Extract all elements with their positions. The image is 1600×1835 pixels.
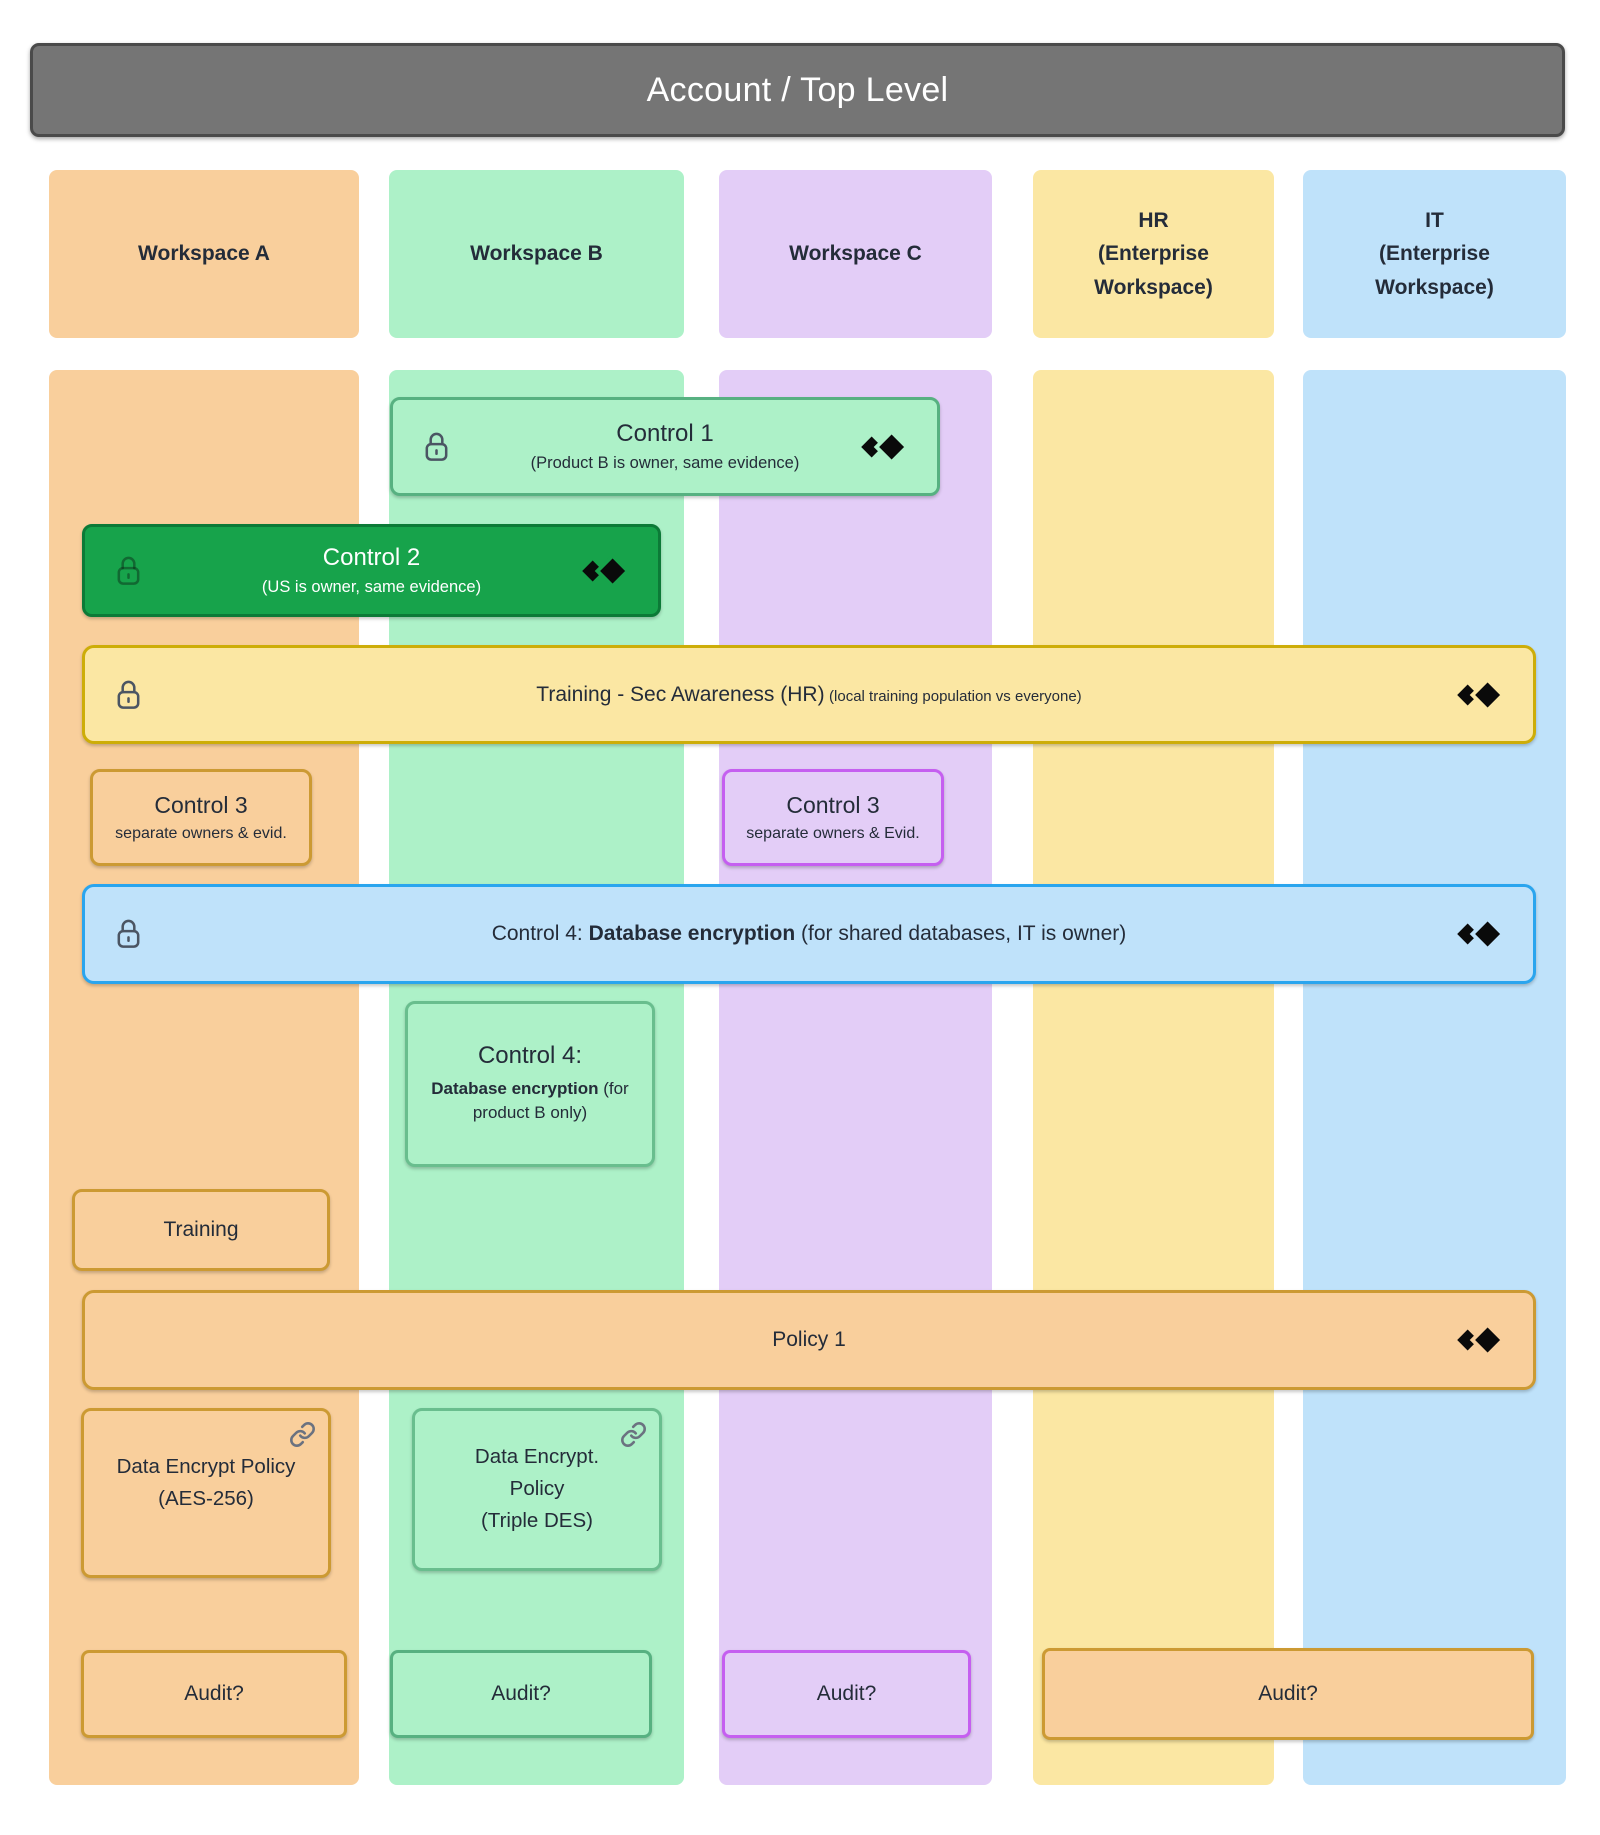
control-4-bar-prefix: Control 4: (491, 922, 589, 945)
workspace-it-label: IT (Enterprise Workspace) (1375, 209, 1494, 299)
training-sec-awareness-title: Training - Sec Awareness (HR) (536, 682, 825, 706)
workspace-c-label: Workspace C (789, 242, 922, 266)
audit-workspace-b-box: Audit? (390, 1650, 652, 1738)
double-diamond-icon (580, 552, 630, 590)
data-encrypt-policy-aes-label: Data Encrypt Policy (AES-256) (116, 1455, 296, 1510)
training-sec-awareness-text: Training - Sec Awareness (HR) (local tra… (536, 683, 1081, 707)
control-4-database-encryption-bar: Control 4: Database encryption (for shar… (82, 884, 1536, 984)
audit-c-label: Audit? (816, 1682, 877, 1705)
control-3-c-subtitle: separate owners & Evid. (746, 824, 920, 842)
double-diamond-icon (1455, 1321, 1505, 1359)
lock-icon (113, 678, 144, 711)
lock-icon (421, 430, 452, 463)
workspace-a-header: Workspace A (49, 170, 359, 338)
training-sec-awareness-note: (local training population vs everyone) (829, 687, 1082, 705)
double-diamond-icon (859, 428, 909, 466)
workspace-hr-label: HR (Enterprise Workspace) (1094, 209, 1213, 299)
lock-icon (113, 554, 144, 587)
control-1-box: Control 1 (Product B is owner, same evid… (390, 397, 940, 496)
audit-workspace-c-box: Audit? (722, 1650, 971, 1738)
double-diamond-icon (1455, 915, 1505, 953)
workspace-it-column (1303, 370, 1566, 1785)
audit-workspace-a-box: Audit? (81, 1650, 347, 1738)
audit-b-label: Audit? (491, 1682, 551, 1705)
control-1-title: Control 1 (616, 419, 714, 447)
control-2-title: Control 2 (322, 543, 421, 571)
policy-1-bar: Policy 1 (82, 1290, 1536, 1390)
workspace-b-label: Workspace B (470, 242, 603, 266)
control-4-bar-suffix: (for shared databases, IT is owner) (795, 922, 1127, 945)
training-a-label: Training (163, 1218, 239, 1241)
policy-1-label: Policy 1 (772, 1328, 846, 1351)
workspace-b-header: Workspace B (389, 170, 684, 338)
control-4-b-body: Database encryption (for product B only) (422, 1077, 638, 1126)
account-top-level-label: Account / Top Level (646, 70, 949, 109)
control-4-product-b-box: Control 4: Database encryption (for prod… (405, 1001, 655, 1167)
training-sec-awareness-bar: Training - Sec Awareness (HR) (local tra… (82, 645, 1536, 744)
account-top-level-box: Account / Top Level (30, 43, 1565, 137)
control-4-b-body-rest: (for product B only) (472, 1078, 629, 1123)
audit-hr-it-label: Audit? (1258, 1682, 1318, 1705)
workspace-a-label: Workspace A (138, 242, 270, 266)
control-2-subtitle: (US is owner, same evidence) (261, 577, 482, 596)
workspace-c-header: Workspace C (719, 170, 992, 338)
link-icon (289, 1421, 316, 1448)
double-diamond-icon (1455, 676, 1505, 714)
control-3-c-title: Control 3 (786, 792, 880, 819)
workspace-it-header: IT (Enterprise Workspace) (1303, 170, 1566, 338)
training-workspace-a-box: Training (72, 1189, 330, 1271)
control-3-workspace-c-box: Control 3 separate owners & Evid. (722, 769, 944, 866)
control-3-workspace-a-box: Control 3 separate owners & evid. (90, 769, 312, 866)
data-encrypt-policy-3des-box: Data Encrypt. Policy (Triple DES) (412, 1408, 662, 1571)
control-4-bar-text: Control 4: Database encryption (for shar… (492, 922, 1127, 946)
control-3-a-subtitle: separate owners & evid. (115, 824, 287, 842)
control-3-a-title: Control 3 (154, 792, 248, 819)
control-4-bar-bold: Database encryption (588, 922, 796, 945)
control-4-b-body-bold: Database encryption (431, 1078, 599, 1098)
audit-hr-it-box: Audit? (1042, 1648, 1534, 1740)
workspace-hr-column (1033, 370, 1274, 1785)
workspace-hr-header: HR (Enterprise Workspace) (1033, 170, 1274, 338)
workspace-c-column (719, 370, 992, 1785)
control-1-subtitle: (Product B is owner, same evidence) (530, 453, 800, 472)
control-2-box: Control 2 (US is owner, same evidence) (82, 524, 661, 617)
data-encrypt-policy-3des-label: Data Encrypt. Policy (Triple DES) (474, 1445, 600, 1532)
control-4-b-title: Control 4: (477, 1041, 583, 1069)
lock-icon (113, 918, 144, 951)
audit-a-label: Audit? (184, 1682, 244, 1705)
data-encrypt-policy-aes-box: Data Encrypt Policy (AES-256) (81, 1408, 331, 1578)
link-icon (620, 1421, 647, 1448)
